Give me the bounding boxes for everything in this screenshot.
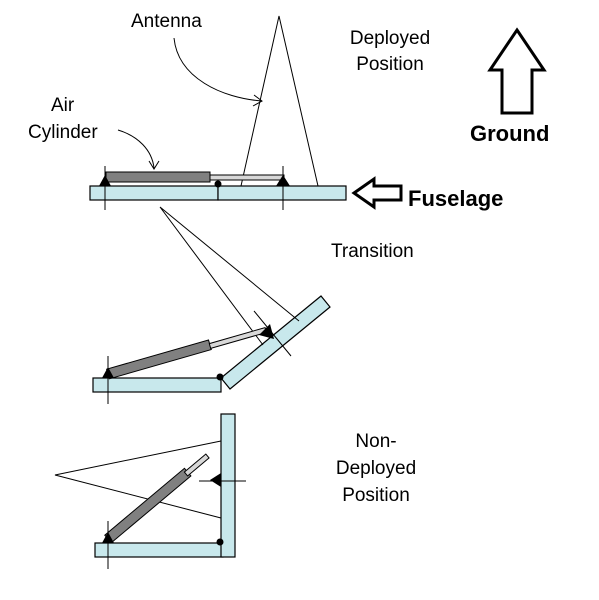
non-deployed-vertical-plate — [220, 413, 236, 558]
non-deployed-antenna — [54, 440, 222, 519]
deployed-piston-rod — [209, 174, 285, 181]
fuselage-arrow-icon — [351, 176, 403, 210]
deployed-label-line1: Deployed — [350, 28, 430, 49]
non-deployed-piston-rod — [183, 453, 210, 477]
non-deployed-label-line2: Deployed — [336, 458, 416, 479]
transition-rotating-plate — [220, 295, 331, 390]
antenna-leader-arrow — [173, 37, 263, 102]
air-cylinder-label-line2: Cylinder — [28, 122, 98, 143]
non-deployed-pivot-right — [210, 473, 221, 487]
non-deployed-pivot-left — [102, 532, 114, 543]
transition-antenna — [159, 206, 300, 346]
deployed-fuselage-plate-right — [217, 185, 347, 201]
air-cylinder-leader-arrowhead — [148, 160, 160, 170]
non-deployed-label-line1: Non- — [355, 431, 396, 452]
antenna-label: Antenna — [131, 11, 202, 32]
non-deployed-air-cylinder — [104, 467, 192, 544]
deployed-pivot-right — [276, 175, 290, 186]
non-deployed-fuselage-plate — [94, 542, 224, 558]
ground-arrow-icon — [487, 27, 547, 115]
deployed-air-cylinder — [105, 171, 211, 183]
transition-hinge — [216, 373, 224, 381]
antenna-leader-arrowhead — [252, 94, 263, 107]
deployed-pivot-left — [99, 175, 111, 186]
transition-fuselage-plate — [92, 377, 222, 393]
non-deployed-label-line3: Position — [342, 485, 410, 506]
deployed-fuselage-plate-left — [89, 185, 219, 201]
non-deployed-assembly — [54, 413, 246, 569]
non-deployed-hinge — [216, 538, 224, 546]
ground-label: Ground — [470, 121, 549, 146]
air-cylinder-label-line1: Air — [51, 95, 75, 116]
deployed-assembly — [89, 15, 347, 210]
fuselage-label: Fuselage — [408, 186, 503, 211]
transition-assembly — [92, 206, 331, 404]
transition-label: Transition — [331, 241, 414, 262]
deployed-hinge — [214, 180, 222, 188]
deployed-antenna — [240, 15, 319, 187]
transition-pivot-left — [102, 367, 114, 378]
air-cylinder-leader-arrow — [117, 129, 155, 169]
deployed-label-line2: Position — [356, 54, 424, 75]
transition-pivot-right — [259, 324, 274, 339]
transition-air-cylinder — [106, 339, 212, 380]
